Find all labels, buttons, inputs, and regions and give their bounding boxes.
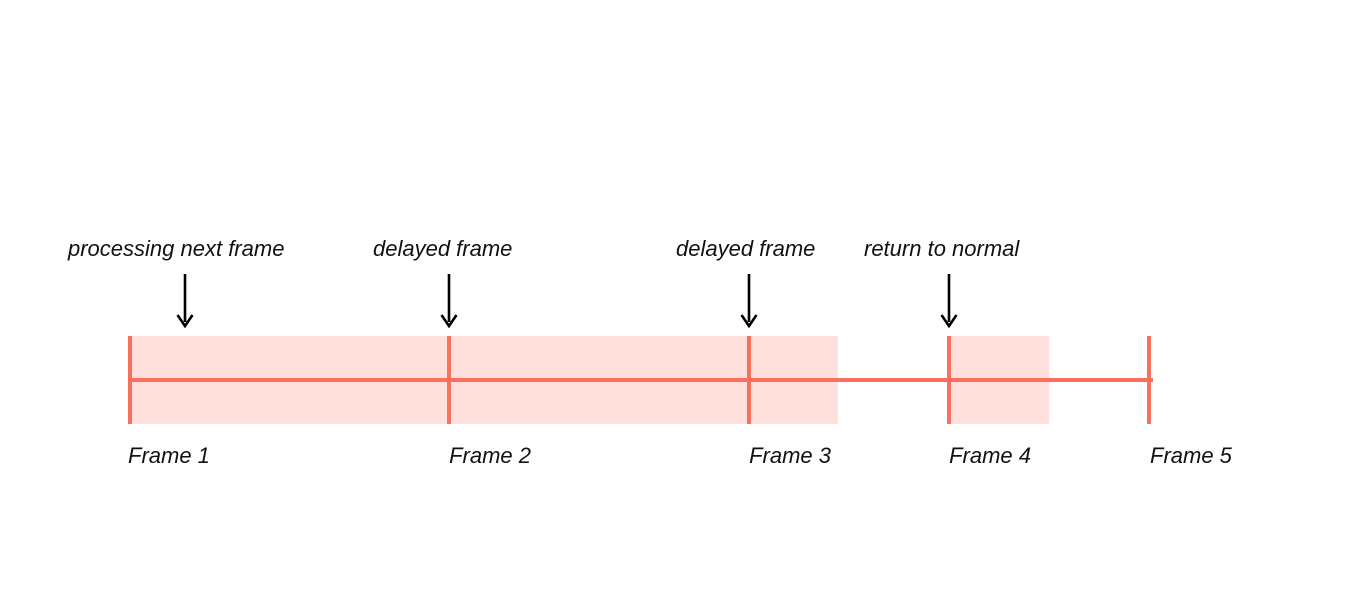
annotation-label-delayed-frame-2: delayed frame xyxy=(676,236,816,261)
frame-tick-5 xyxy=(1147,336,1151,424)
frame-tick-1 xyxy=(128,336,132,424)
frame-caption-2: Frame 2 xyxy=(449,443,531,468)
frame-tick-2 xyxy=(447,336,451,424)
arrow-down-icon-frame-4 xyxy=(937,274,961,328)
frame-caption-3: Frame 3 xyxy=(749,443,831,468)
frame-caption-5: Frame 5 xyxy=(1150,443,1232,468)
timeline-baseline xyxy=(128,378,1153,382)
arrow-down-icon-frame-3 xyxy=(737,274,761,328)
frame-caption-4: Frame 4 xyxy=(949,443,1031,468)
frame-tick-3 xyxy=(747,336,751,424)
arrow-down-icon-frame-2 xyxy=(437,274,461,328)
frame-caption-1: Frame 1 xyxy=(128,443,210,468)
annotation-label-delayed-frame-1: delayed frame xyxy=(373,236,513,261)
frame-tick-4 xyxy=(947,336,951,424)
annotation-label-return-to-normal: return to normal xyxy=(864,236,1020,261)
annotation-label-processing-next-frame: processing next frame xyxy=(68,236,285,261)
arrow-down-icon-frame-1 xyxy=(173,274,197,328)
